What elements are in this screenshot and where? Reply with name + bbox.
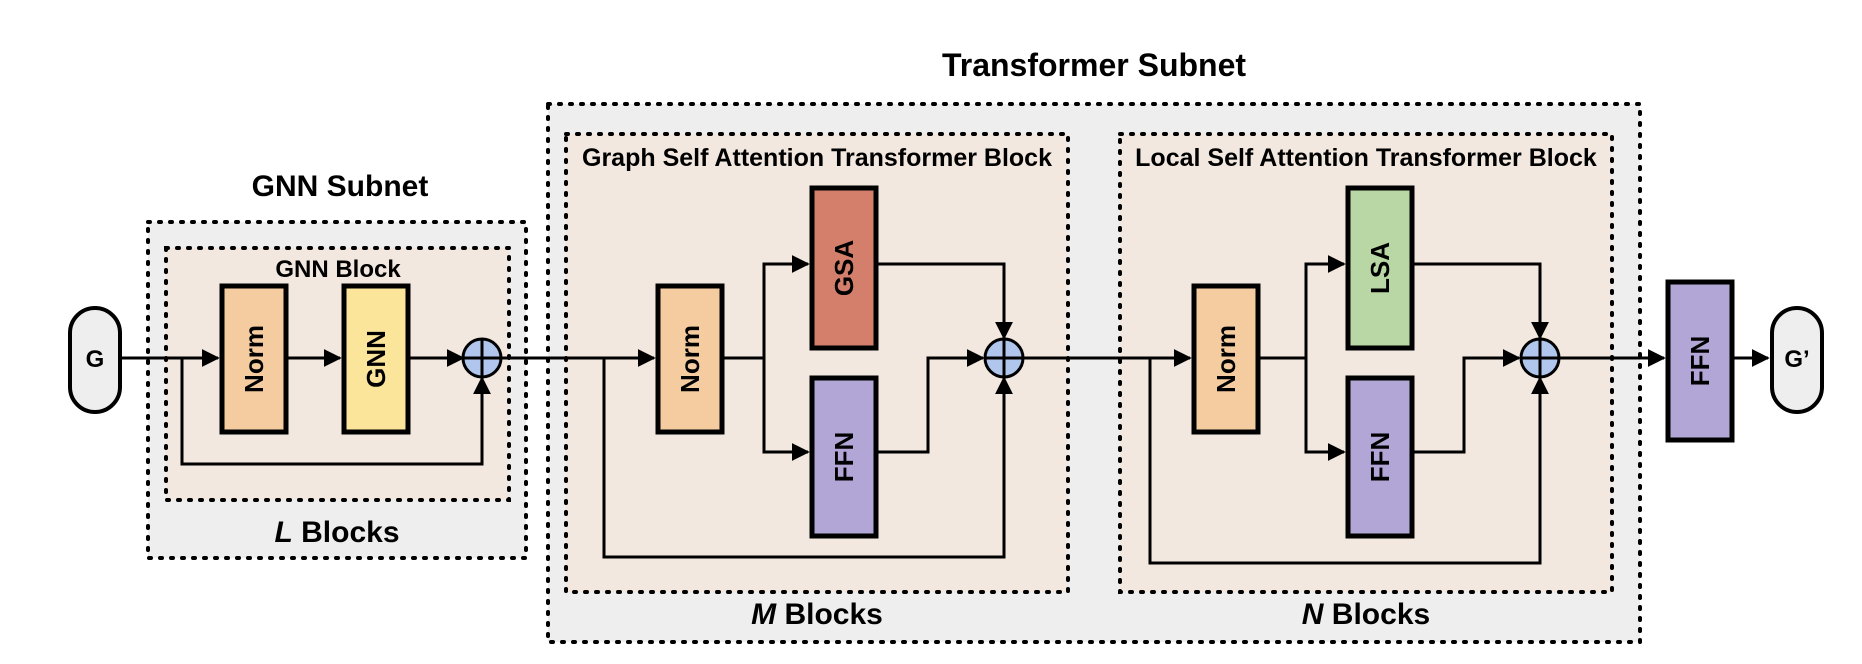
input-label: G: [86, 346, 105, 373]
local-norm-label: Norm: [1211, 325, 1241, 393]
edge-local-skip: [1148, 358, 1549, 565]
gsa-label: GSA: [829, 240, 859, 297]
edge-norm2-to-ffn: [762, 358, 810, 461]
local-ffn-block: [1345, 375, 1415, 539]
transformer-subnet-title: Transformer Subnet: [942, 47, 1246, 83]
edge-gnn-skip: [180, 358, 491, 466]
lsa-block: [1345, 185, 1415, 351]
output-ffn-label: FFN: [1685, 336, 1715, 387]
graph-ffn-block: [809, 375, 879, 539]
graph-norm-block: [655, 283, 725, 435]
graph-attention-block-title: Graph Self Attention Transformer Block: [582, 144, 1052, 172]
gsa-block: [809, 185, 879, 351]
input-node: [68, 306, 122, 414]
edge-gsa-to-sum2: [876, 262, 1013, 340]
graph-sum-node: [983, 337, 1025, 379]
local-ffn-label: FFN: [1365, 432, 1395, 483]
lsa-label: LSA: [1365, 242, 1395, 294]
edge-norm2-to-gsa: [722, 255, 810, 360]
gnn-block-title: GNN Block: [275, 256, 401, 283]
graph-norm-label: Norm: [675, 325, 705, 393]
edge-ffn-to-sum3: [1412, 349, 1521, 454]
m-blocks-label: M Blocks: [751, 598, 883, 631]
connections: [120, 255, 1770, 565]
output-node: [1770, 306, 1824, 414]
l-blocks-label: L Blocks: [274, 516, 399, 549]
graph-ffn-label: FFN: [829, 432, 859, 483]
gnn-norm-label: Norm: [239, 325, 269, 393]
n-blocks-label: N Blocks: [1302, 598, 1430, 631]
local-attention-block-title: Local Self Attention Transformer Block: [1135, 144, 1597, 172]
gnn-norm-block: [219, 283, 289, 435]
edge-lsa-to-sum3: [1412, 262, 1549, 340]
gnn-sum-node: [461, 337, 503, 379]
gnn-layer-label: GNN: [361, 330, 391, 388]
local-sum-node: [1519, 337, 1561, 379]
gnn-block-frame: [164, 246, 511, 502]
edge-graph-skip: [602, 358, 1013, 559]
output-ffn-block: [1665, 279, 1735, 443]
edge-ffn-to-sum2: [876, 349, 985, 454]
edge-norm3-to-lsa: [1258, 255, 1346, 360]
output-label: G’: [1784, 346, 1809, 373]
gnn-layer-block: [341, 283, 411, 435]
edge-norm3-to-ffn: [1304, 358, 1346, 461]
gnn-subnet-title: GNN Subnet: [252, 170, 429, 203]
local-norm-block: [1191, 283, 1261, 435]
